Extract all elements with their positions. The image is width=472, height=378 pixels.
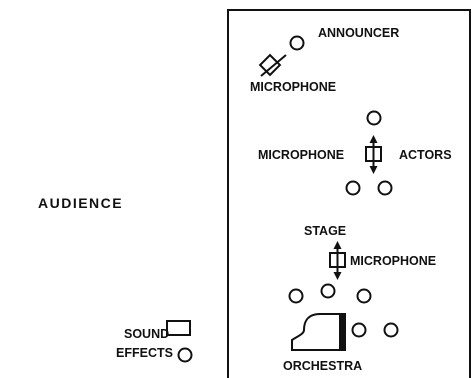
announcer-microphone-icon xyxy=(258,53,287,77)
effects-label: EFFECTS xyxy=(116,346,173,360)
orchestra-label: ORCHESTRA xyxy=(283,359,362,373)
stage-outline xyxy=(227,9,471,378)
actors-microphone-icon xyxy=(365,135,382,174)
announcer-position xyxy=(289,35,305,51)
sound-label: SOUND xyxy=(124,327,169,341)
sound-effects-table xyxy=(166,320,191,336)
actor-position xyxy=(377,180,393,196)
stage-label: STAGE xyxy=(304,224,346,238)
actor-position xyxy=(345,180,361,196)
orchestra-position xyxy=(383,322,399,338)
announcer-label: ANNOUNCER xyxy=(318,26,399,40)
announcer-microphone-label: MICROPHONE xyxy=(250,80,336,94)
grand-piano-icon xyxy=(291,313,346,351)
orchestra-position xyxy=(356,288,372,304)
stage-microphone-icon xyxy=(329,241,346,280)
orchestra-position xyxy=(320,283,336,299)
sound-effects-position xyxy=(177,347,193,363)
orchestra-position xyxy=(351,322,367,338)
orchestra-position xyxy=(288,288,304,304)
actors-microphone-label: MICROPHONE xyxy=(258,148,344,162)
actor-position xyxy=(366,110,382,126)
stage-microphone-label: MICROPHONE xyxy=(350,254,436,268)
audience-label: AUDIENCE xyxy=(38,195,123,211)
actors-label: ACTORS xyxy=(399,148,452,162)
